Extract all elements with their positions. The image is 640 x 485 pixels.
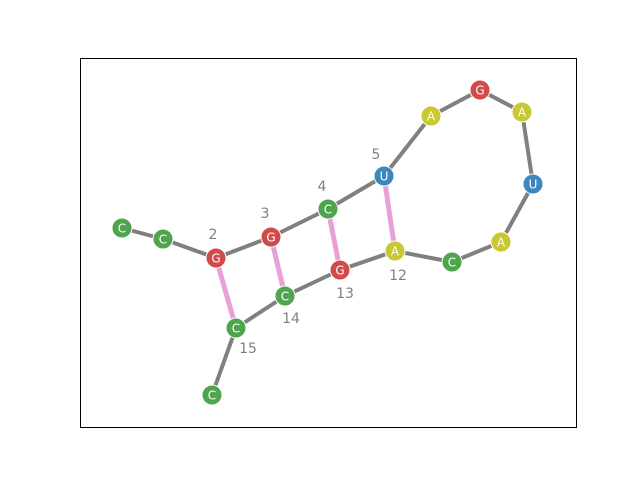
- nucleotide-base-label: G: [335, 264, 344, 278]
- backbone-segment-15: [210, 326, 238, 397]
- nucleotide-6: A: [420, 105, 442, 127]
- nucleotide-12: A: [384, 240, 406, 262]
- nucleotide-base-label: C: [159, 233, 167, 247]
- nucleotide-circle: [225, 317, 247, 339]
- nucleotide-base-label: C: [448, 256, 456, 270]
- nucleotide-base-label: C: [281, 290, 289, 304]
- backbone-segment-5: [382, 114, 433, 178]
- nucleotide-circle: [111, 217, 133, 239]
- nucleotide-circle: [205, 247, 227, 269]
- nucleotide-circle: [522, 173, 544, 195]
- nucleotide-circle: [373, 165, 395, 187]
- base-pair-layer: [213, 175, 398, 329]
- nucleotide-base-label: U: [529, 178, 538, 192]
- nucleotide-circle: [260, 226, 282, 248]
- nucleotide-index-label: 15: [239, 341, 257, 357]
- nucleotide-14: C: [274, 285, 296, 307]
- nucleotide-index-label: 4: [318, 179, 327, 195]
- nucleotide-index-label: 13: [336, 286, 354, 302]
- backbone-segment-8: [520, 110, 535, 186]
- nucleotide-2: G: [205, 247, 227, 269]
- nucleotide-11: C: [441, 251, 463, 273]
- nucleotide-index-label: 5: [372, 147, 381, 163]
- nucleotide-15: C: [225, 317, 247, 339]
- base-pair-2-15: [213, 257, 239, 329]
- index-label-layer: 2 3 4 5 12 13 14 15: [209, 147, 407, 357]
- nucleotide-base-label: A: [497, 236, 506, 250]
- nucleotide-circle: [490, 231, 512, 253]
- nucleotide-circle: [329, 259, 351, 281]
- nucleotide-circle: [441, 251, 463, 273]
- nucleotide-base-label: C: [118, 222, 126, 236]
- nucleotide-index-label: 2: [209, 227, 218, 243]
- backbone-layer: [120, 88, 535, 397]
- nucleotide-8: A: [511, 101, 533, 123]
- nucleotide-base-label: C: [208, 389, 216, 403]
- nucleotide-base-label: A: [518, 106, 527, 120]
- nucleotide-circle: [274, 285, 296, 307]
- nucleotide-10: A: [490, 231, 512, 253]
- nucleotide-base-label: C: [232, 322, 240, 336]
- nucleotide-16: C: [201, 384, 223, 406]
- nucleotide-layer: C C G G C U A G A U A C A G C C C: [111, 79, 544, 406]
- nucleotide-circle: [384, 240, 406, 262]
- nucleotide-circle: [420, 105, 442, 127]
- nucleotide-1: C: [152, 228, 174, 250]
- nucleotide-base-label: U: [380, 170, 389, 184]
- nucleotide-index-label: 14: [282, 311, 300, 327]
- nucleotide-5: U: [373, 165, 395, 187]
- nucleotide-4: C: [317, 198, 339, 220]
- nucleotide-base-label: A: [427, 110, 436, 124]
- backbone-segment-4: [326, 174, 386, 211]
- nucleotide-circle: [469, 79, 491, 101]
- nucleotide-0: C: [111, 217, 133, 239]
- backbone-segment-9: [499, 182, 535, 244]
- nucleotide-7: G: [469, 79, 491, 101]
- nucleotide-circle: [152, 228, 174, 250]
- nucleotide-base-label: G: [211, 252, 220, 266]
- nucleotide-base-label: A: [391, 245, 400, 259]
- nucleotide-9: U: [522, 173, 544, 195]
- nucleotide-circle: [201, 384, 223, 406]
- nucleotide-3: G: [260, 226, 282, 248]
- plot-frame: [80, 58, 577, 428]
- nucleotide-index-label: 3: [261, 206, 270, 222]
- nucleotide-index-label: 12: [389, 268, 407, 284]
- nucleotide-base-label: G: [475, 84, 484, 98]
- nucleotide-13: G: [329, 259, 351, 281]
- base-pair-5-12: [381, 175, 398, 252]
- nucleotide-base-label: G: [266, 231, 275, 245]
- backbone-segment-3: [269, 207, 330, 239]
- nucleotide-circle: [317, 198, 339, 220]
- nucleotide-circle: [511, 101, 533, 123]
- nucleotide-base-label: C: [324, 203, 332, 217]
